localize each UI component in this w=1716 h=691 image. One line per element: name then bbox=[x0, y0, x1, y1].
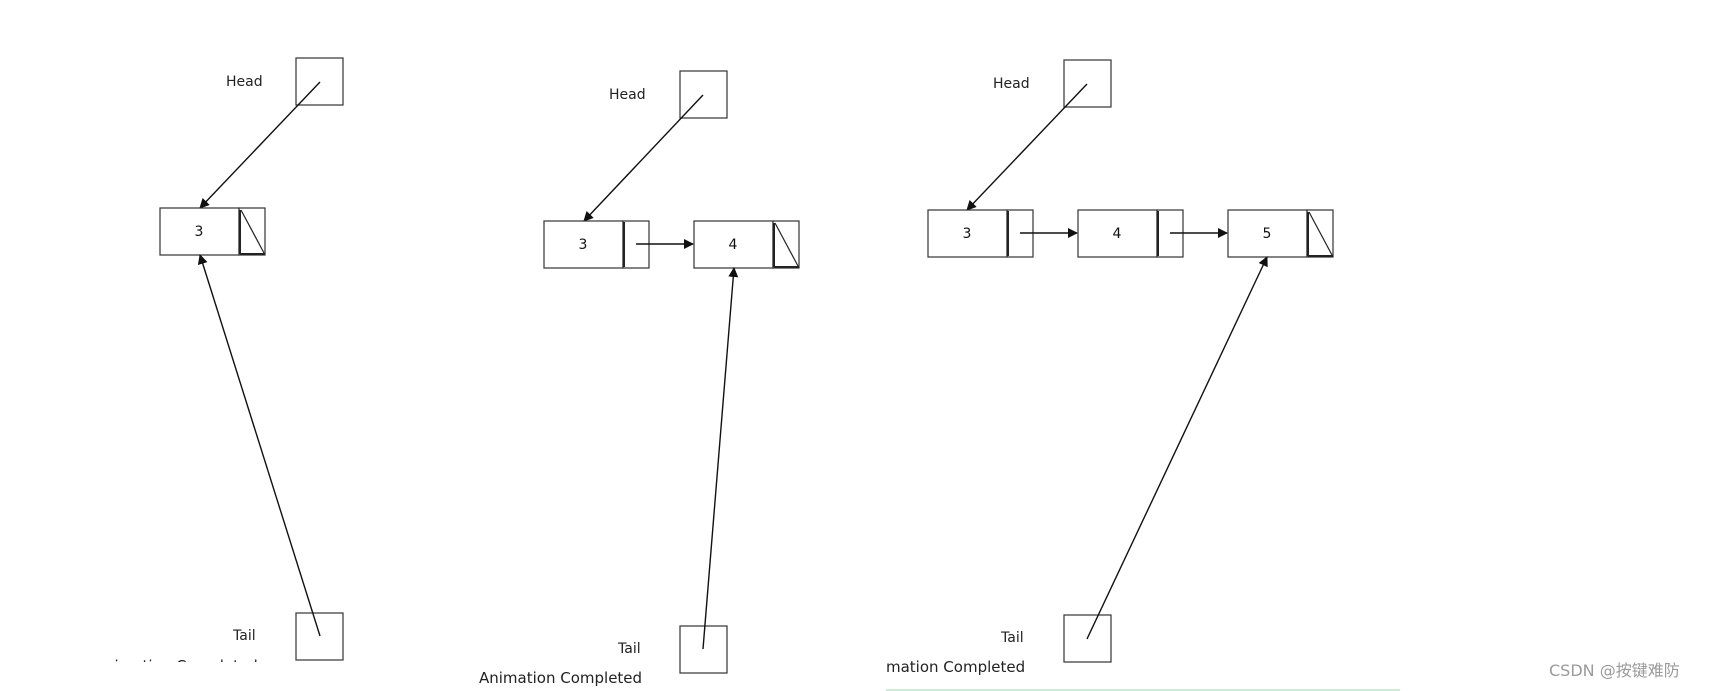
tail-label: Tail bbox=[617, 641, 641, 657]
head-pointer-arrow bbox=[583, 94, 704, 222]
head-label: Head bbox=[609, 87, 646, 103]
node-value: 4 bbox=[1113, 226, 1122, 242]
list-node: 3 bbox=[543, 220, 650, 269]
list-node: 4 bbox=[693, 220, 800, 269]
node-value: 3 bbox=[963, 226, 972, 242]
head-pointer-arrow bbox=[966, 83, 1088, 211]
watermark: CSDN @按键难防 bbox=[1549, 661, 1680, 680]
panel-3: Head 3 4 5 Tail mation Completed bbox=[886, 59, 1400, 691]
animation-status: mation Completed bbox=[886, 658, 1025, 676]
status-clip-mask bbox=[100, 662, 260, 682]
tail-pointer-box bbox=[679, 625, 728, 674]
node-value: 3 bbox=[195, 224, 204, 240]
panel-2: Head 3 4 Tail Animation Completed bbox=[479, 70, 800, 687]
tail-pointer-box bbox=[1063, 614, 1112, 663]
list-node: 5 bbox=[1227, 209, 1334, 258]
node-value: 4 bbox=[729, 237, 738, 253]
head-label: Head bbox=[226, 74, 263, 90]
null-pointer-slash bbox=[774, 222, 799, 267]
tail-pointer-arrow bbox=[1086, 256, 1268, 640]
list-node: 3 bbox=[159, 207, 266, 256]
head-pointer-box bbox=[1063, 59, 1112, 108]
node-value: 5 bbox=[1263, 226, 1272, 242]
animation-status: Animation Completed bbox=[479, 669, 642, 687]
tail-label: Tail bbox=[1000, 630, 1024, 646]
head-pointer-box bbox=[295, 57, 344, 106]
node-value: 3 bbox=[579, 237, 588, 253]
panel-1: Head 3 Tail nimation Completed bbox=[100, 57, 344, 682]
tail-pointer-arrow bbox=[197, 254, 321, 637]
list-node: 3 bbox=[927, 209, 1034, 258]
head-pointer-box bbox=[679, 70, 728, 119]
null-pointer-slash bbox=[1308, 211, 1333, 256]
null-pointer-slash bbox=[240, 209, 265, 254]
tail-label: Tail bbox=[232, 628, 256, 644]
head-label: Head bbox=[993, 76, 1030, 92]
head-pointer-arrow bbox=[199, 81, 321, 209]
tail-pointer-box bbox=[295, 612, 344, 661]
tail-pointer-arrow bbox=[702, 267, 739, 650]
list-node: 4 bbox=[1077, 209, 1184, 258]
